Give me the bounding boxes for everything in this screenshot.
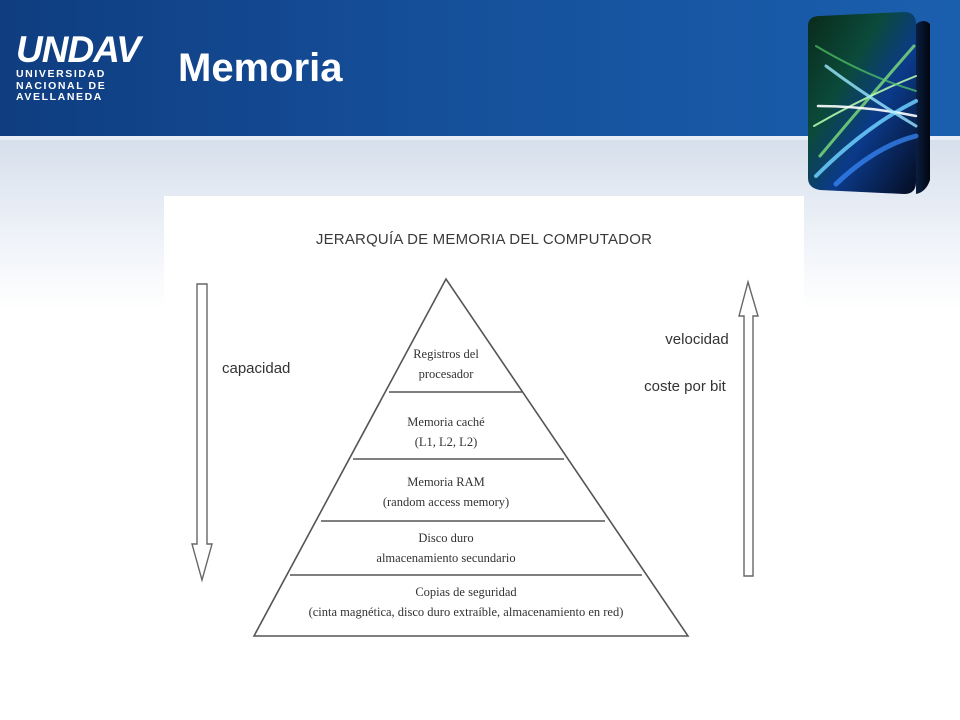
level-cache-line-1: Memoria caché [407,415,485,429]
level-registers: Registros del procesador [346,344,546,384]
level-ram: Memoria RAM (random access memory) [326,472,566,512]
diagram-title: JERARQUÍA DE MEMORIA DEL COMPUTADOR [315,231,653,248]
slide-title: Memoria [178,46,343,90]
level-cache-line-2: (L1, L2, L2) [414,435,478,449]
level-registers-line-2: procesador [418,367,474,381]
memory-hierarchy-diagram: JERARQUÍA DE MEMORIA DEL COMPUTADOR capa… [164,196,804,656]
logo-mark: UNDAV [16,29,141,70]
capacity-label: capacidad [222,360,291,377]
header-rule [0,136,960,140]
arrow-down-outline-icon [191,283,213,583]
speed-label: velocidad [665,331,729,348]
arrow-up-outline-icon [738,279,759,577]
level-backups-line-1: Copias de seguridad [415,585,517,599]
level-registers-line-1: Registros del [413,347,479,361]
level-backups-line-2: (cinta magnética, disco duro extraíble, … [308,605,624,619]
logo-text: UNIVERSIDAD NACIONAL DE AVELLANEDA [16,68,116,104]
level-cache: Memoria caché (L1, L2, L2) [346,412,546,452]
logo-line-3: AVELLANEDA [16,91,103,103]
pyramid-graphic [191,277,759,637]
header-bar [0,0,960,138]
level-backups: Copias de seguridad (cinta magnética, di… [266,582,666,622]
level-hard-disk-line-2: almacenamiento secundario [376,551,516,565]
cost-per-bit-label: coste por bit [644,378,726,395]
level-ram-line-2: (random access memory) [382,495,510,509]
university-logo: UNDAV UNIVERSIDAD NACIONAL DE AVELLANEDA [16,29,141,112]
logo-line-1: UNIVERSIDAD [16,68,106,80]
level-hard-disk-line-1: Disco duro [418,531,474,545]
light-streak-cube-icon [808,12,930,194]
level-hard-disk: Disco duro almacenamiento secundario [326,528,566,568]
level-ram-line-1: Memoria RAM [407,475,485,489]
logo-line-2: NACIONAL DE [16,79,107,92]
pyramid-outline [252,277,690,637]
